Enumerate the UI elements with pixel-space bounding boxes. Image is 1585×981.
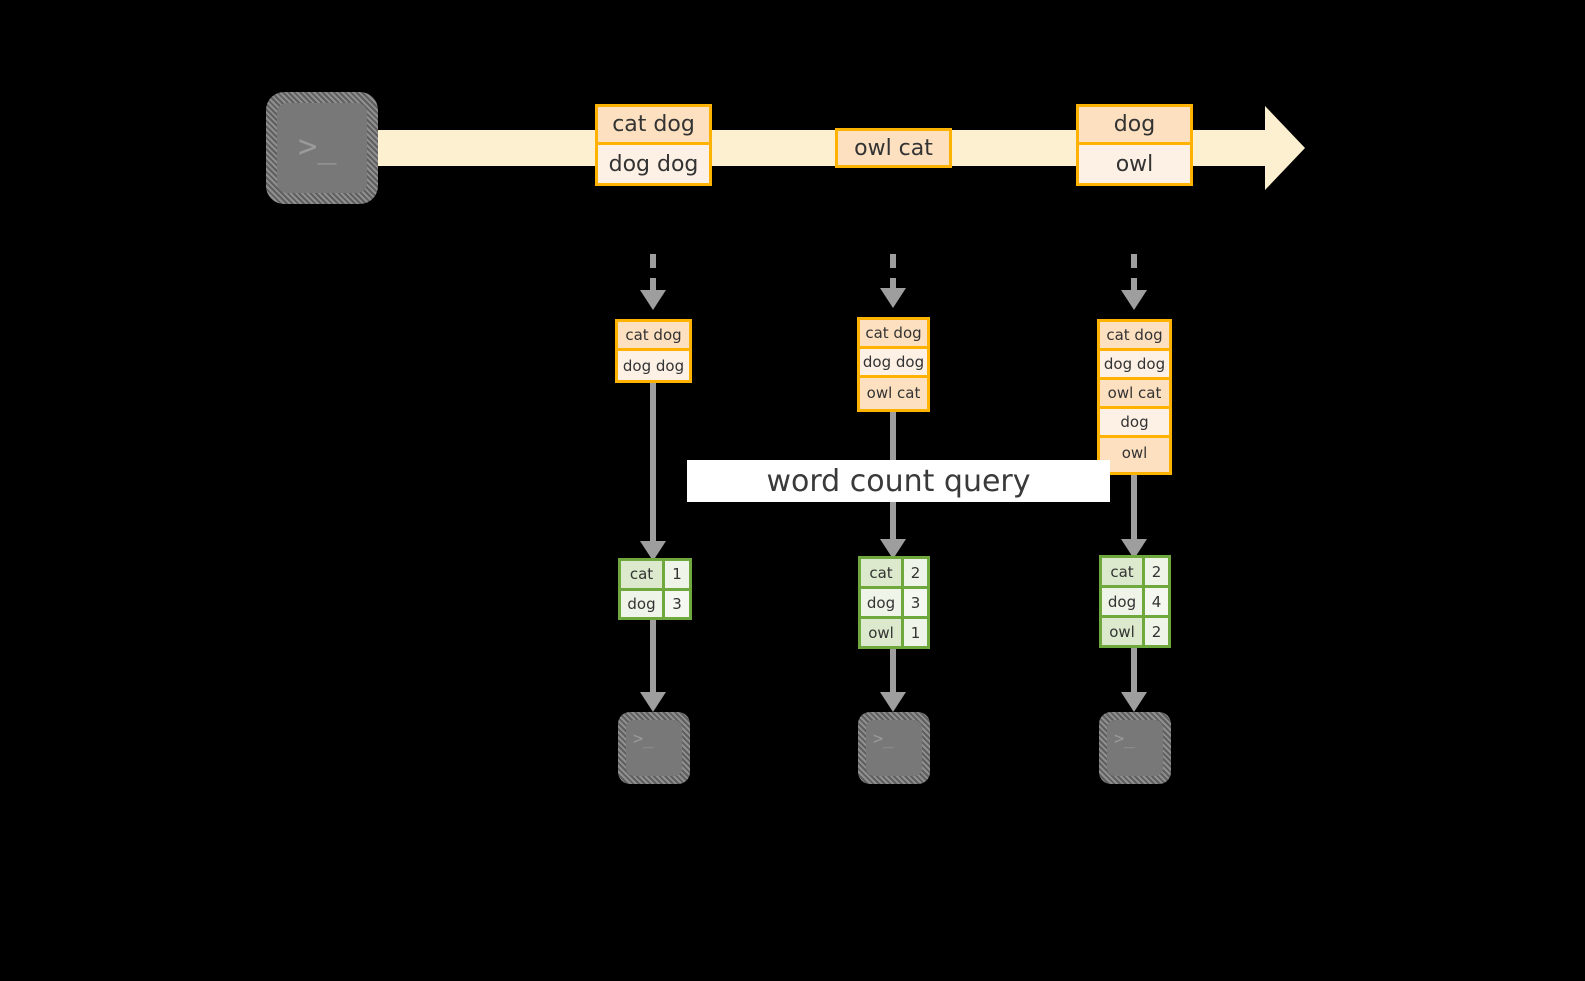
result-table-3: cat 2 dog 4 owl 2 — [1099, 555, 1171, 648]
result-to-sink-arrowhead-icon — [880, 692, 906, 712]
result-count: 3 — [665, 590, 689, 617]
table-row: cat dog — [1100, 322, 1169, 351]
result-row: cat 2 — [1102, 558, 1168, 588]
unbounded-table-1: cat dog dog dog — [615, 319, 692, 383]
table-to-result-arrowhead-icon — [880, 539, 906, 559]
result-word: dog — [861, 589, 904, 616]
table-row: dog dog — [618, 351, 689, 380]
terminal-prompt-glyph: >_ — [298, 127, 337, 165]
result-count: 1 — [665, 561, 689, 588]
terminal-prompt-glyph: >_ — [633, 729, 654, 749]
result-to-sink-arrowhead-icon — [1121, 692, 1147, 712]
result-row: cat 2 — [861, 559, 927, 589]
batch-to-table-arrowhead-icon — [640, 290, 666, 310]
result-count: 4 — [1145, 588, 1168, 615]
query-label: word count query — [687, 460, 1110, 502]
result-row: cat 1 — [621, 561, 689, 591]
stream-record: owl cat — [838, 131, 949, 165]
result-count: 2 — [904, 559, 927, 586]
result-to-sink-connector — [1131, 648, 1137, 692]
result-row: dog 3 — [621, 590, 689, 617]
result-row: dog 4 — [1102, 588, 1168, 618]
stream-record: owl — [1079, 145, 1190, 183]
batch-to-table-connector — [650, 254, 656, 290]
result-table-1: cat 1 dog 3 — [618, 558, 692, 620]
table-row: dog — [1100, 409, 1169, 438]
terminal-prompt-glyph: >_ — [1114, 729, 1135, 749]
table-to-result-connector — [650, 383, 656, 541]
table-to-result-connector — [1131, 475, 1137, 539]
table-row: dog dog — [1100, 351, 1169, 380]
stream-batch-2: owl cat — [835, 128, 952, 168]
table-row: owl — [1100, 438, 1169, 467]
result-row: owl 1 — [861, 619, 927, 646]
table-row: cat dog — [618, 322, 689, 351]
table-row: owl cat — [860, 378, 927, 407]
batch-to-table-arrowhead-icon — [1121, 290, 1147, 310]
result-table-2: cat 2 dog 3 owl 1 — [858, 556, 930, 649]
result-word: owl — [861, 619, 904, 646]
result-word: cat — [621, 561, 665, 588]
result-row: owl 2 — [1102, 618, 1168, 645]
stream-record: dog — [1079, 107, 1190, 145]
result-to-sink-connector — [890, 649, 896, 692]
table-row: owl cat — [1100, 380, 1169, 409]
table-row: dog dog — [860, 349, 927, 378]
result-to-sink-arrowhead-icon — [640, 692, 666, 712]
result-word: owl — [1102, 618, 1145, 645]
result-count: 2 — [1145, 618, 1168, 645]
stream-batch-1: cat dog dog dog — [595, 104, 712, 186]
result-word: dog — [621, 590, 665, 617]
result-count: 2 — [1145, 558, 1168, 585]
batch-to-table-connector — [890, 254, 896, 288]
batch-to-table-connector — [1131, 254, 1137, 290]
table-to-result-arrowhead-icon — [640, 541, 666, 561]
result-count: 1 — [904, 619, 927, 646]
result-word: dog — [1102, 588, 1145, 615]
batch-to-table-arrowhead-icon — [880, 288, 906, 308]
result-word: cat — [861, 559, 904, 586]
result-row: dog 3 — [861, 589, 927, 619]
unbounded-table-3: cat dog dog dog owl cat dog owl — [1097, 319, 1172, 475]
stream-batch-3: dog owl — [1076, 104, 1193, 186]
stream-record: cat dog — [598, 107, 709, 145]
table-to-result-arrowhead-icon — [1121, 539, 1147, 559]
table-row: cat dog — [860, 320, 927, 349]
result-to-sink-connector — [650, 620, 656, 692]
terminal-prompt-glyph: >_ — [873, 729, 894, 749]
result-count: 3 — [904, 589, 927, 616]
result-word: cat — [1102, 558, 1145, 585]
stream-arrowhead-icon — [1265, 106, 1305, 190]
unbounded-table-2: cat dog dog dog owl cat — [857, 317, 930, 412]
stream-record: dog dog — [598, 145, 709, 183]
